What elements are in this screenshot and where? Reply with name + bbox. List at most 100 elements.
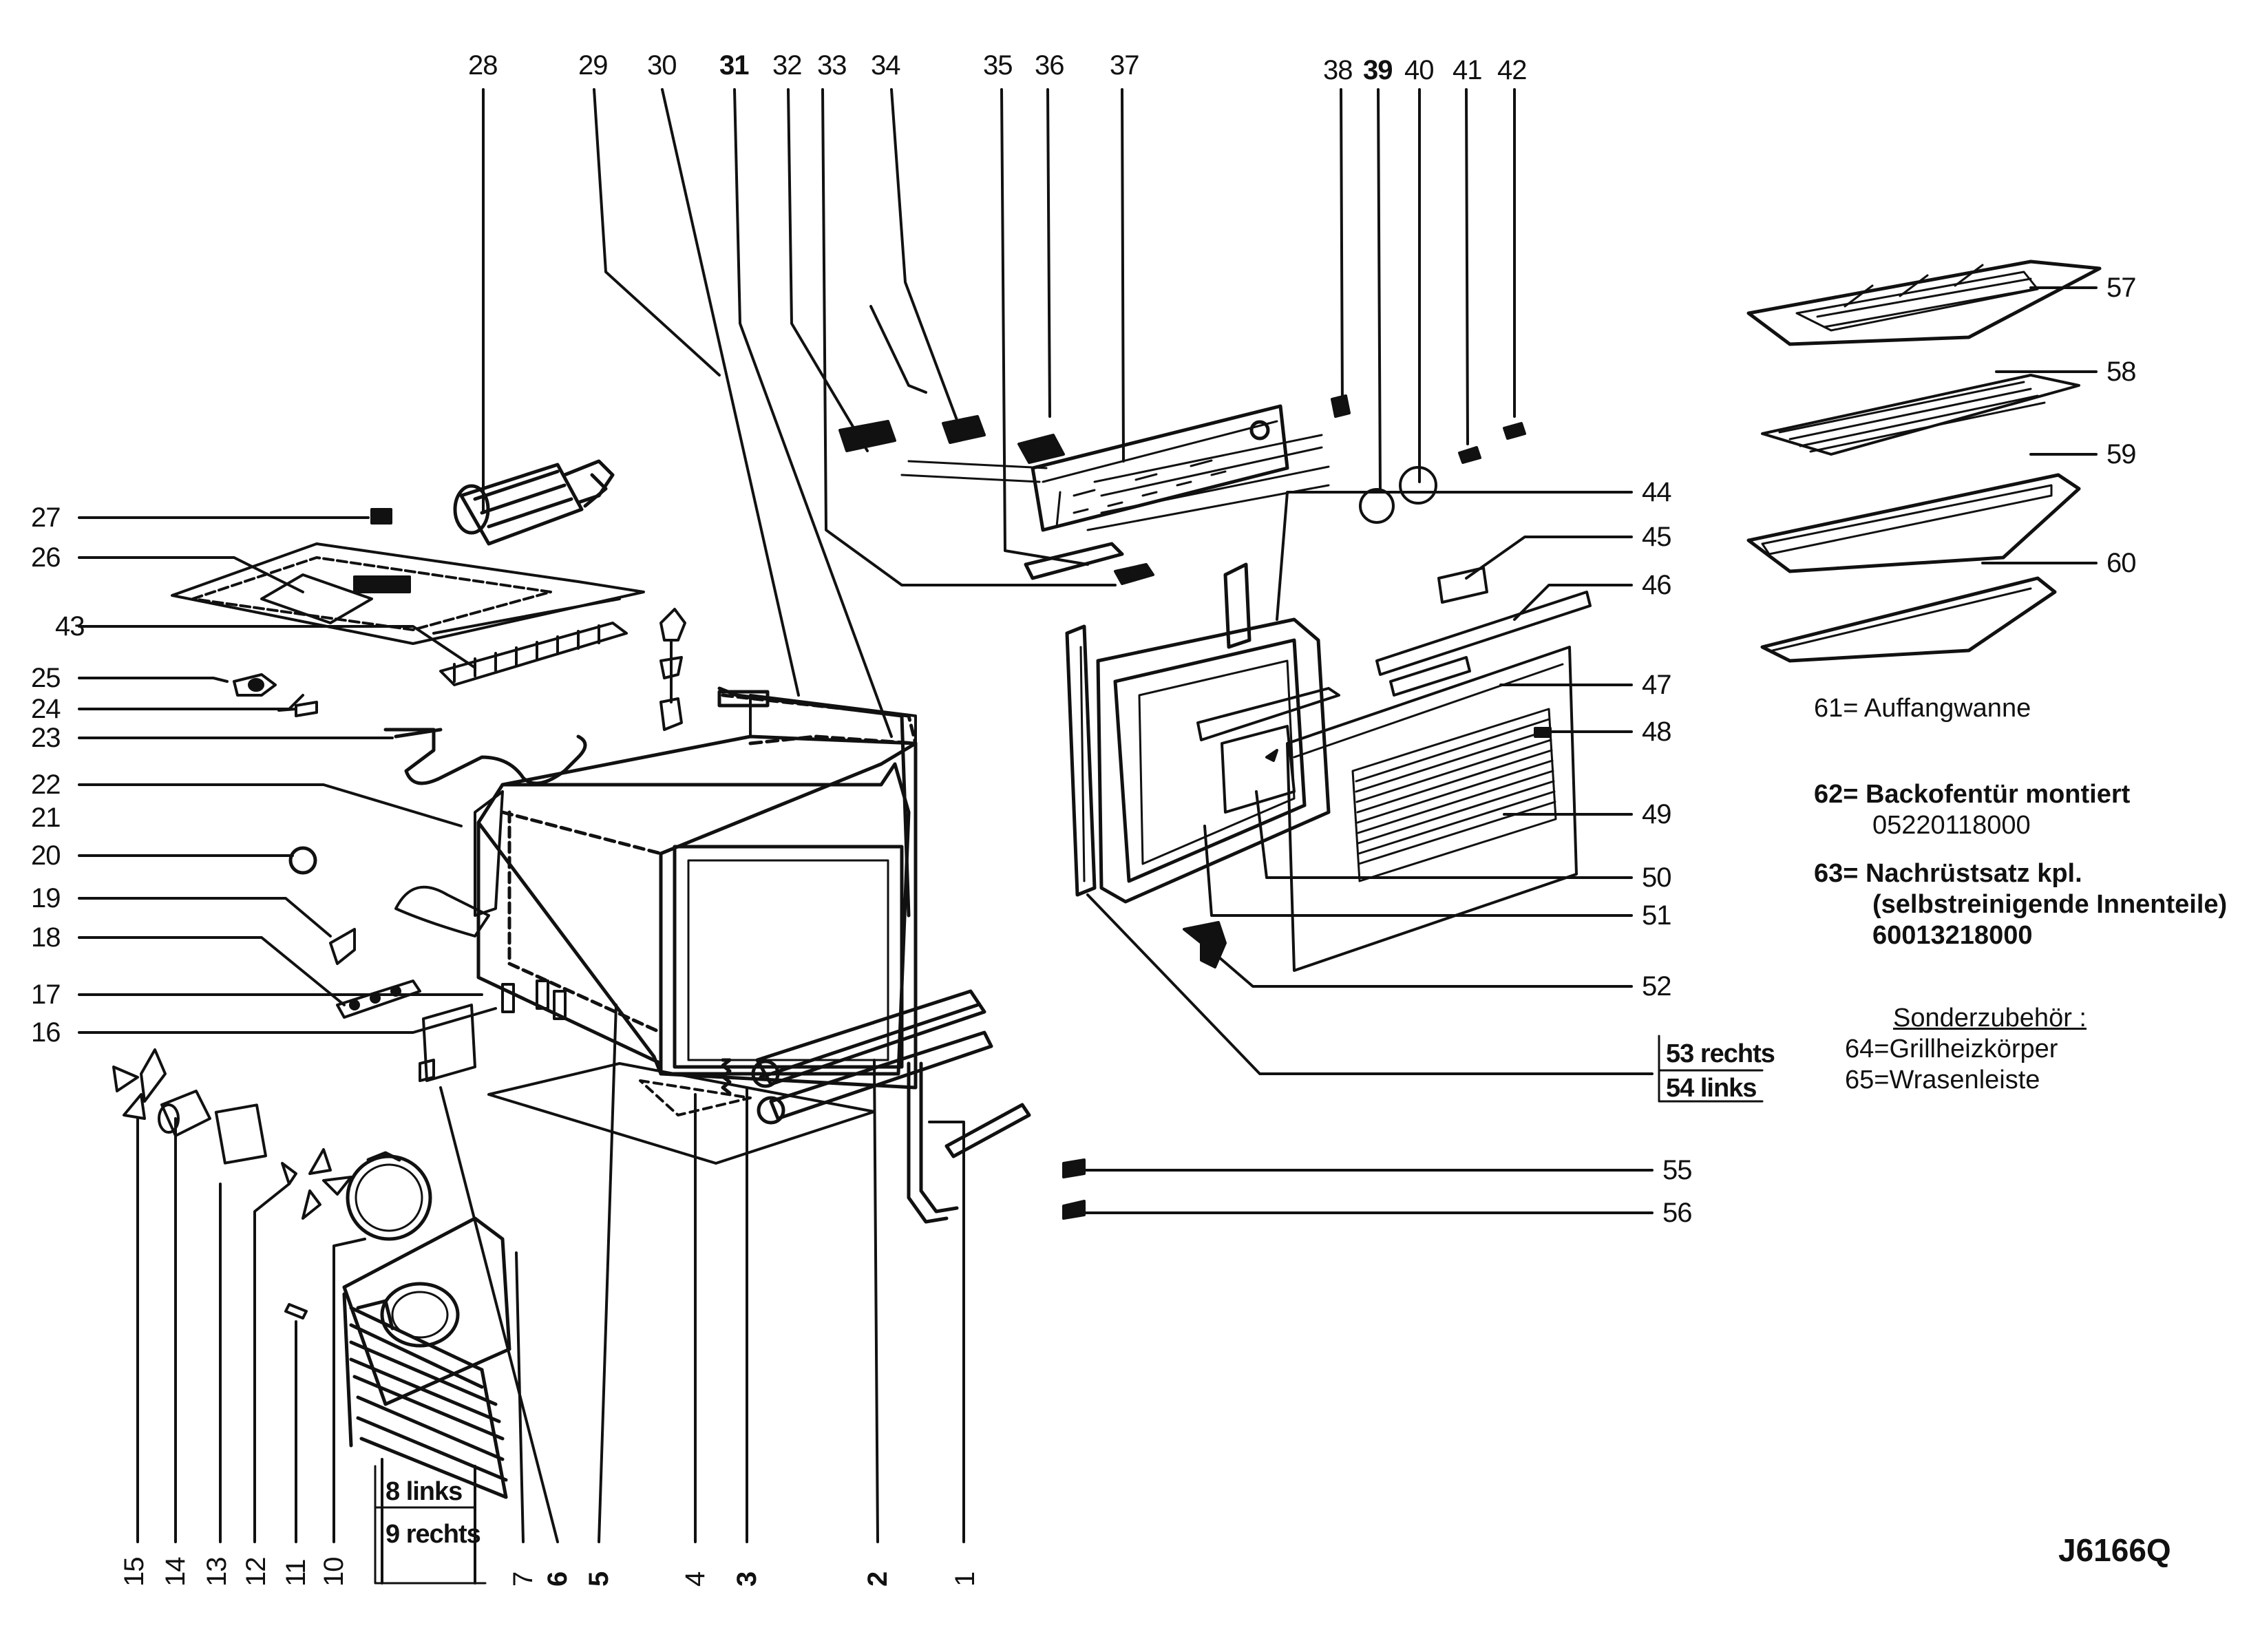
- callout-42: 42: [1497, 55, 1527, 85]
- rear-wall-and-racks: [342, 1216, 511, 1499]
- label-boxes: [374, 1035, 1764, 1585]
- callout-25: 25: [31, 663, 61, 693]
- door-side-rails: [1065, 624, 1097, 897]
- part-52-hinge: [1183, 921, 1227, 968]
- callout-53: 53 rechts: [1666, 1039, 1775, 1068]
- control-panel: [1024, 404, 1289, 580]
- callout-18: 18: [31, 922, 61, 953]
- callout-43: 43: [55, 611, 85, 642]
- callout-15: 15: [119, 1557, 149, 1587]
- callout-60: 60: [2106, 548, 2136, 578]
- leader-lines-bottom: [136, 1004, 965, 1585]
- callout-58: 58: [2106, 357, 2136, 387]
- callout-3: 3: [732, 1571, 762, 1587]
- part-13-plate: [214, 1103, 267, 1165]
- part-59-tray: [1746, 473, 2081, 573]
- callout-36: 36: [1035, 50, 1064, 81]
- callout-46: 46: [1642, 570, 1671, 600]
- drawing-code: J6166Q: [2058, 1532, 2171, 1568]
- callout-6: 6: [542, 1571, 573, 1587]
- note-65: 65=Wrasenleiste: [1845, 1066, 2040, 1094]
- part-28-fan-motor: [453, 459, 615, 546]
- callout-33: 33: [817, 50, 847, 81]
- callout-8: 8 links: [386, 1477, 463, 1506]
- callout-45: 45: [1642, 522, 1671, 552]
- callout-47: 47: [1642, 670, 1671, 700]
- parts-55-56-screws: [1062, 1158, 1086, 1220]
- callout-52: 52: [1642, 971, 1671, 1002]
- callout-30: 30: [647, 50, 677, 81]
- callout-10: 10: [319, 1557, 349, 1587]
- part-3-spring: [721, 1058, 732, 1095]
- leader-lines-left: [78, 516, 497, 1034]
- callout-59: 59: [2106, 439, 2136, 469]
- note-64: 64=Grillheizkörper: [1845, 1035, 2058, 1063]
- part-14-motor: [158, 1090, 211, 1137]
- top-cover-plate: [171, 542, 645, 645]
- callout-28: 28: [468, 50, 498, 81]
- leader-lines-right: [1076, 286, 2098, 1214]
- callout-44: 44: [1642, 477, 1671, 507]
- part-11-pin: [284, 1303, 308, 1320]
- callout-21: 21: [31, 803, 61, 833]
- note-63-sub: (selbstreinigende Innenteile): [1872, 890, 2228, 919]
- part-43-bar: [439, 622, 628, 686]
- callout-16: 16: [31, 1017, 61, 1048]
- rear-frame: [717, 686, 918, 918]
- note-61: 61= Auffangwanne: [1814, 694, 2031, 723]
- callout-35: 35: [983, 50, 1013, 81]
- note-62: 62= Backofentür montiert: [1814, 780, 2131, 809]
- callout-9: 9 rechts: [386, 1520, 481, 1549]
- part-10-cover: [346, 1151, 432, 1241]
- callout-19: 19: [31, 883, 61, 913]
- door-window-grille: [1351, 708, 1557, 882]
- callout-48: 48: [1642, 717, 1671, 747]
- panel-parts-32-36: [838, 305, 1330, 531]
- callout-51: 51: [1642, 900, 1671, 931]
- part-17-screws: [501, 979, 567, 1020]
- part-15-fan: [112, 1048, 167, 1120]
- callout-20: 20: [31, 840, 61, 871]
- callout-26: 26: [31, 542, 61, 573]
- front-frame-bar: [751, 989, 993, 1125]
- callout-37: 37: [1110, 50, 1139, 81]
- callout-7: 7: [508, 1571, 538, 1587]
- callout-1: 1: [950, 1571, 980, 1587]
- part-23-grill-element: [383, 728, 587, 785]
- callout-39: 39: [1363, 55, 1393, 85]
- note-63: 63= Nachrüstsatz kpl.: [1814, 859, 2082, 888]
- door-top-bars: [1375, 566, 1592, 738]
- callout-56: 56: [1662, 1198, 1692, 1228]
- special-accessories-title: Sonderzubehör :: [1893, 1004, 2087, 1032]
- panel-knobs-38-42: [1331, 394, 1526, 524]
- callout-13: 13: [202, 1557, 232, 1587]
- part-12-fan-wheel: [281, 1148, 352, 1220]
- part-6-bracket: [419, 1004, 476, 1082]
- callout-29: 29: [578, 50, 608, 81]
- door-inner-frame: [1096, 562, 1331, 904]
- callout-24: 24: [31, 694, 61, 724]
- callout-27: 27: [31, 502, 61, 533]
- callout-5: 5: [584, 1571, 614, 1587]
- part-24-plug: [277, 701, 318, 717]
- callout-49: 49: [1642, 799, 1671, 829]
- callout-14: 14: [160, 1557, 191, 1587]
- note-62-code: 05220118000: [1872, 811, 2031, 840]
- callout-17: 17: [31, 979, 61, 1010]
- part-18-terminal-block: [336, 979, 421, 1019]
- callout-12: 12: [241, 1557, 271, 1587]
- part-57-grill-rack: [1746, 260, 2102, 346]
- callout-11: 11: [281, 1559, 311, 1587]
- callout-41: 41: [1453, 55, 1482, 85]
- callout-54: 54 links: [1666, 1074, 1757, 1103]
- door-glass-panels: [1196, 646, 1578, 972]
- bottom-plate: [487, 1062, 876, 1165]
- leader-lines-top: [482, 88, 1516, 738]
- callout-40: 40: [1404, 55, 1434, 85]
- part-21-loop: [394, 885, 490, 938]
- part-60-tray: [1760, 576, 2057, 663]
- note-63-code: 60013218000: [1872, 921, 2033, 950]
- callout-4: 4: [680, 1571, 710, 1587]
